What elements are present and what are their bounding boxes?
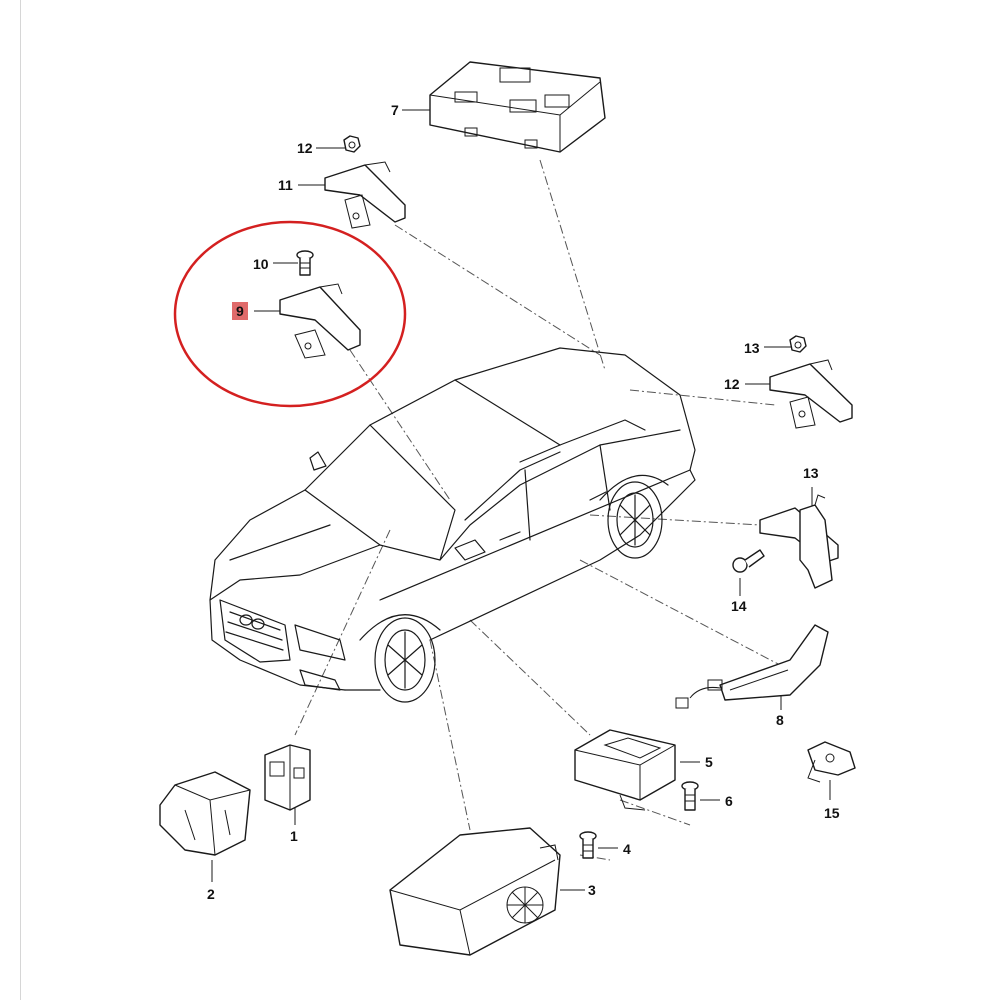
callout-6: 6 — [725, 793, 733, 809]
callout-2: 2 — [207, 886, 215, 902]
callout-10: 10 — [253, 256, 269, 272]
callout-8: 8 — [776, 712, 784, 728]
car-illustration — [209, 347, 696, 703]
part-3-module — [389, 827, 561, 956]
part-11-antenna-top — [324, 161, 406, 229]
part-12-nut-top — [343, 135, 361, 153]
part-10-bolt — [296, 250, 314, 276]
callout-5: 5 — [705, 754, 713, 770]
highlight-circle — [173, 220, 407, 408]
part-7-control-unit — [429, 61, 606, 153]
part-11-antenna-right — [769, 359, 853, 429]
callout-9-highlighted: 9 — [232, 302, 248, 320]
part-4-screw — [579, 831, 597, 859]
part-5-module — [574, 729, 676, 811]
part-1-switch — [264, 744, 311, 811]
callout-15: 15 — [824, 805, 840, 821]
frame-border — [20, 0, 1000, 1000]
callout-14: 14 — [731, 598, 747, 614]
callout-13: 13 — [803, 465, 819, 481]
callout-11-top: 11 — [278, 177, 293, 193]
part-12-nut-right — [789, 335, 807, 353]
part-15-clip — [807, 741, 856, 783]
callout-7: 7 — [391, 102, 399, 118]
callout-12-top: 12 — [297, 140, 313, 156]
part-13-antenna-bracket — [759, 494, 839, 589]
callout-4: 4 — [623, 841, 631, 857]
callout-11-right: 12 — [724, 376, 740, 392]
relation-lines — [294, 159, 781, 861]
callout-1: 1 — [290, 828, 298, 844]
callout-3: 3 — [588, 882, 596, 898]
part-2-bracket — [159, 771, 251, 856]
part-8-door-handle — [675, 624, 829, 709]
part-6-screw — [681, 781, 699, 811]
part-9-antenna — [279, 283, 361, 359]
part-14-screw — [732, 549, 765, 573]
callout-12-right: 13 — [744, 340, 760, 356]
